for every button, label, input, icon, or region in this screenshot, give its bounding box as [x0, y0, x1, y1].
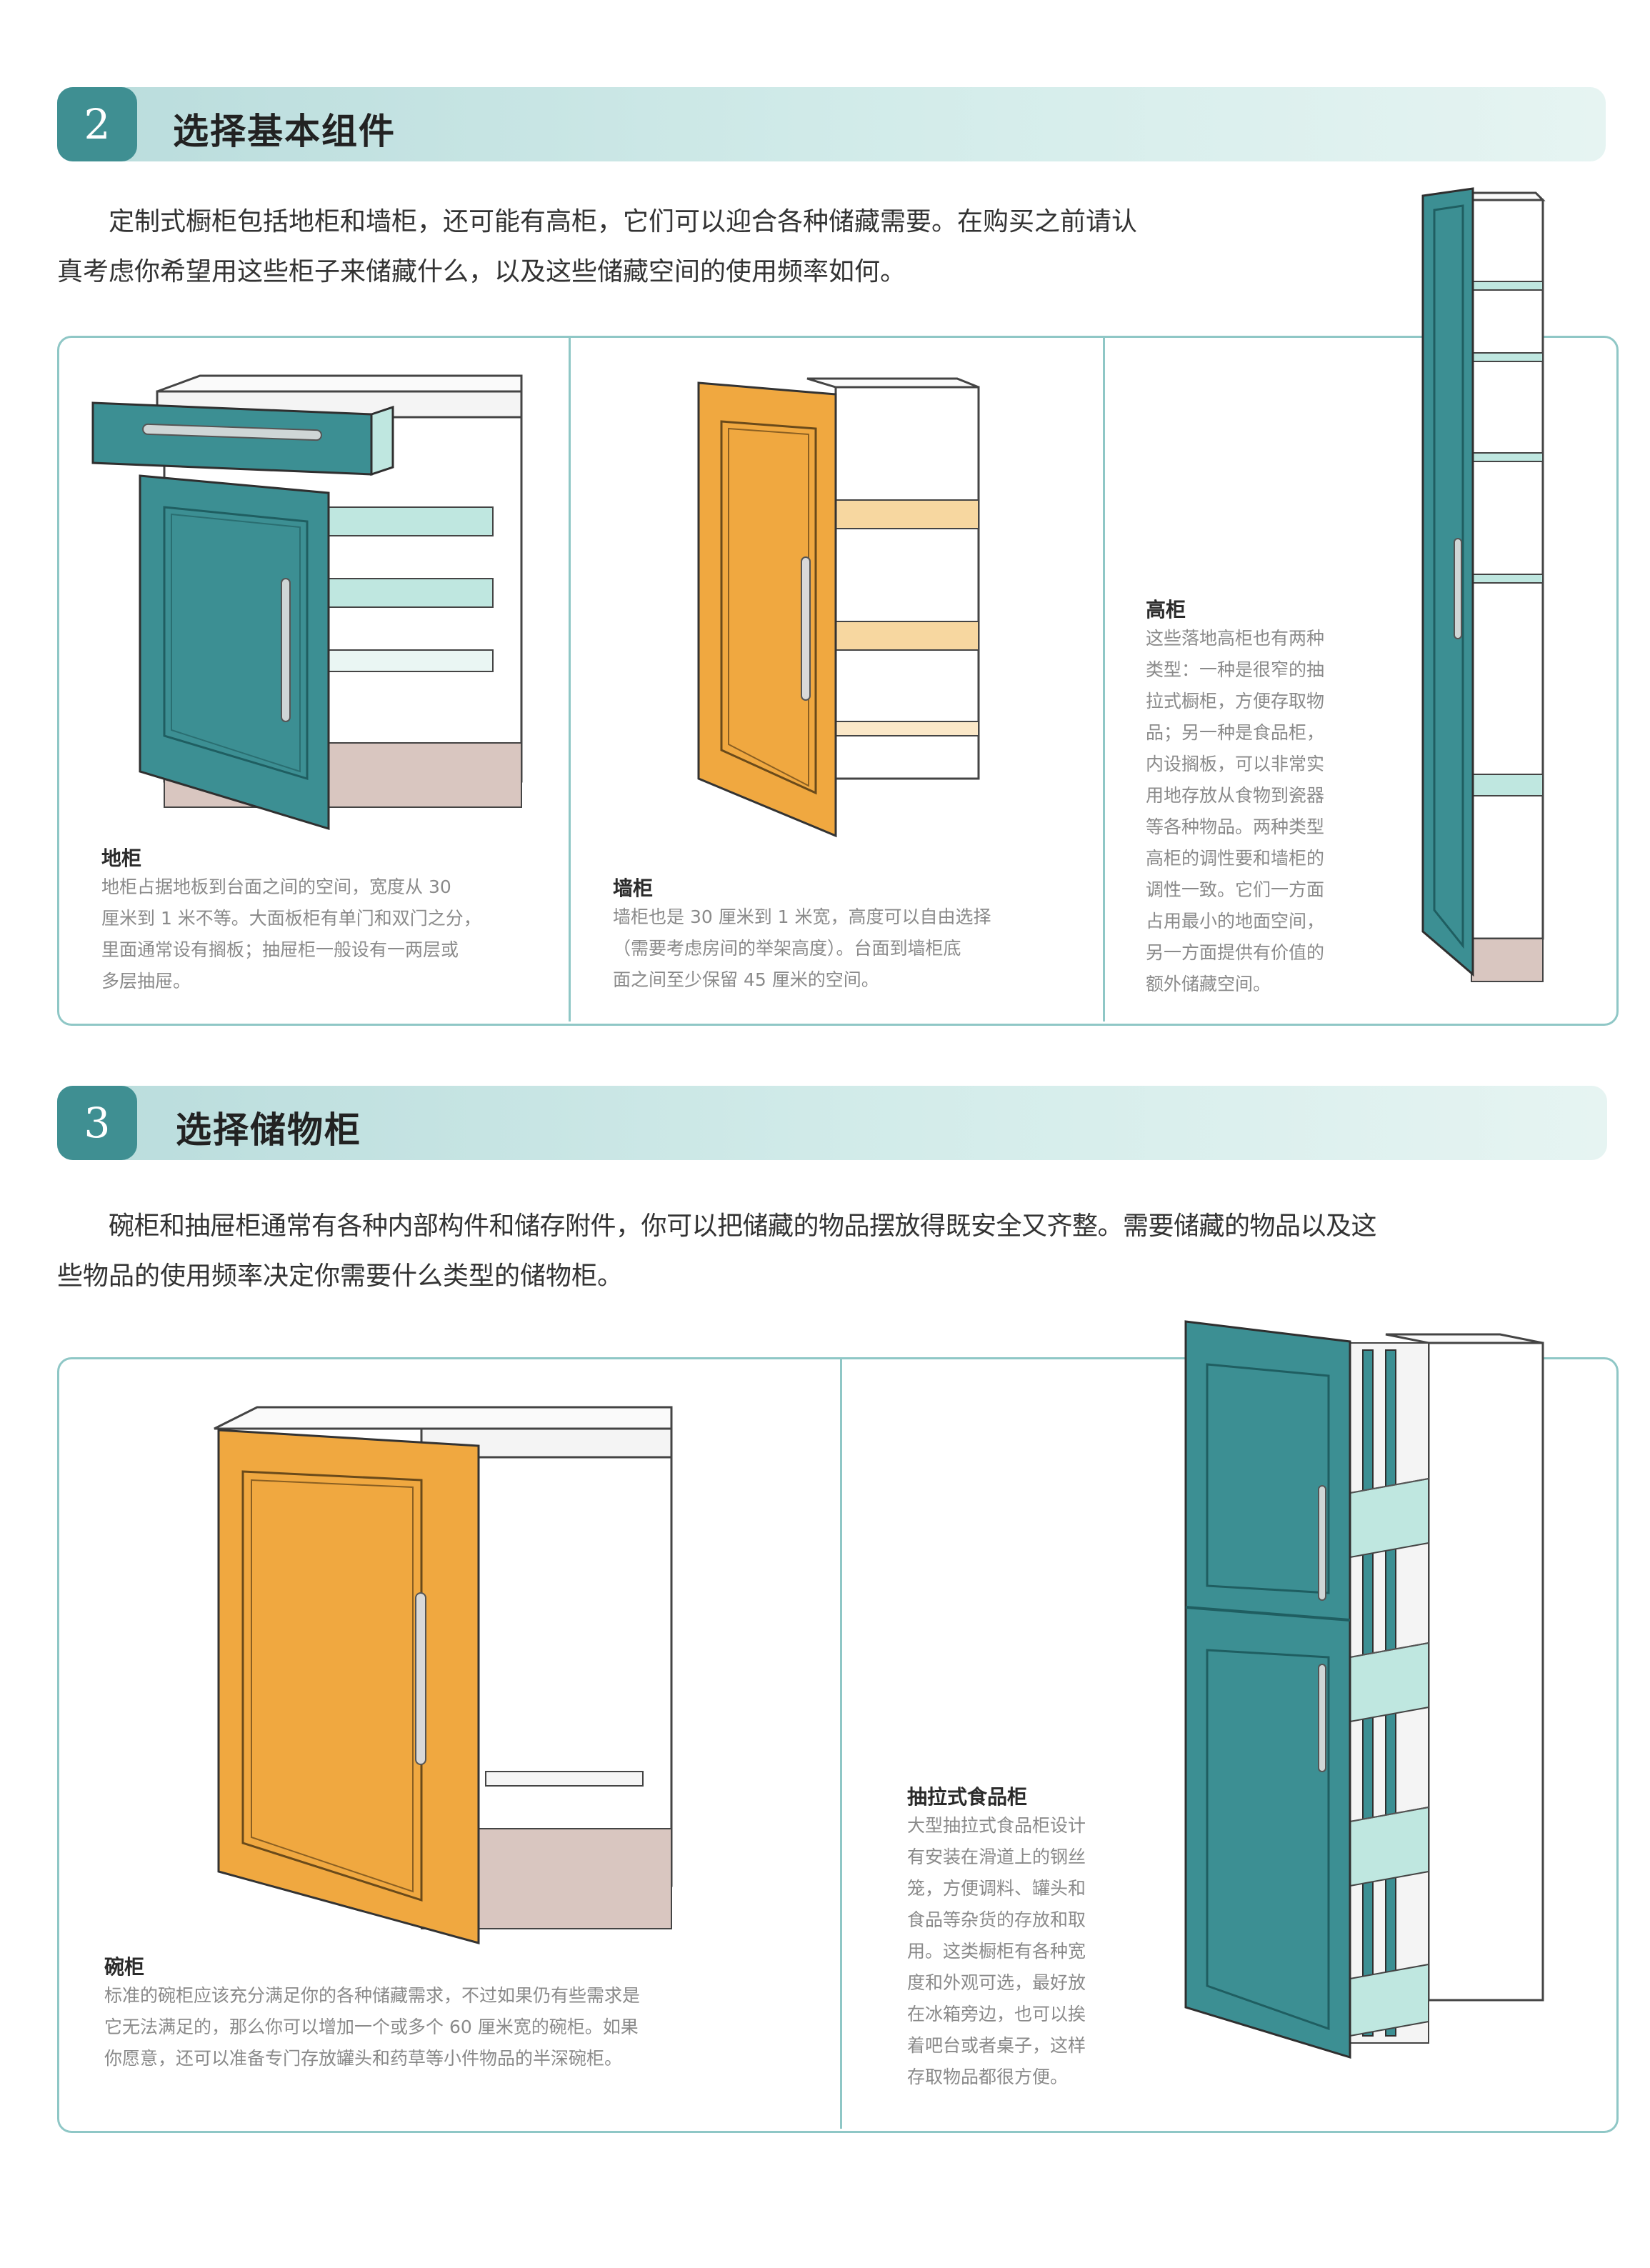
section3-title: 选择储物柜 [176, 1109, 361, 1151]
tall-cabinet-line-1: 这些落地高柜也有两种 [1146, 628, 1325, 649]
section3-header-bar [57, 1086, 1607, 1160]
section3-intro-line1: 碗柜和抽屉柜通常有各种内部构件和储存附件，你可以把储藏的物品摆放得既安全又齐整。… [109, 1212, 1377, 1241]
larder-line-5: 用。这类橱柜有各种宽 [907, 1941, 1086, 1962]
section3-divider [840, 1359, 842, 2129]
tall-cabinet-line-3: 拉式橱柜，方便存取物 [1146, 691, 1325, 711]
tall-cabinet-line-10: 占用最小的地面空间， [1146, 911, 1325, 931]
section2-divider-2 [1103, 337, 1105, 1021]
tall-cabinet-line-12: 额外储藏空间。 [1146, 974, 1271, 994]
section3-number-badge: 3 [57, 1086, 137, 1160]
tall-cabinet-line-8: 高柜的调性要和墙柜的 [1146, 848, 1325, 869]
tall-cabinet-line-4: 品；另一种是食品柜， [1146, 722, 1325, 743]
section3-intro-line2: 些物品的使用频率决定你需要什么类型的储物柜。 [57, 1262, 624, 1291]
tall-cabinet-line-5: 内设搁板，可以非常实 [1146, 754, 1325, 774]
cupboard-illustration [214, 1406, 673, 1944]
wall-cabinet-title: 墙柜 [613, 876, 654, 900]
base-cabinet-illustration [91, 374, 523, 831]
larder-line-1: 大型抽拉式食品柜设计 [907, 1815, 1086, 1836]
larder-line-4: 食品等杂货的存放和取 [907, 1909, 1086, 1930]
tall-cabinet-line-11: 另一方面提供有价值的 [1146, 942, 1325, 963]
tall-cabinet-line-2: 类型：一种是很窄的抽 [1146, 659, 1325, 680]
base-cabinet-line-1: 地柜占据地板到台面之间的空间，宽度从 30 [101, 876, 451, 897]
cupboard-line-2: 它无法满足的，那么你可以增加一个或多个 60 厘米宽的碗柜。如果 [104, 2017, 639, 2037]
section2-number-badge: 2 [57, 87, 137, 161]
tall-cabinet-line-9: 调性一致。它们一方面 [1146, 879, 1325, 900]
wall-cabinet-line-3: 面之间至少保留 45 厘米的空间。 [613, 969, 879, 990]
cupboard-line-3: 你愿意，还可以准备专门存放罐头和药草等小件物品的半深碗柜。 [104, 2048, 623, 2069]
larder-title: 抽拉式食品柜 [907, 1785, 1028, 1809]
base-cabinet-title: 地柜 [101, 846, 142, 870]
larder-line-3: 笼，方便调料、罐头和 [907, 1878, 1086, 1899]
base-cabinet-line-4: 多层抽屉。 [101, 971, 191, 991]
tall-cabinet-line-7: 等各种物品。两种类型 [1146, 816, 1325, 837]
larder-illustration [1184, 1320, 1544, 2059]
base-cabinet-line-3: 里面通常设有搁板；抽屉柜一般设有一两层或 [101, 939, 459, 960]
tall-cabinet-line-6: 用地存放从食物到瓷器 [1146, 785, 1325, 806]
section2-intro-line1: 定制式橱柜包括地柜和墙柜，还可能有高柜，它们可以迎合各种储藏需要。在购买之前请认 [109, 207, 1138, 236]
larder-line-9: 存取物品都很方便。 [907, 2067, 1069, 2087]
larder-line-2: 有安装在滑道上的钢丝 [907, 1847, 1086, 1867]
section2-divider-1 [569, 337, 571, 1021]
section2-title: 选择基本组件 [173, 110, 396, 152]
wall-cabinet-line-1: 墙柜也是 30 厘米到 1 米宽，高度可以自由选择 [613, 906, 991, 927]
larder-line-8: 着吧台或者桌子，这样 [907, 2035, 1086, 2056]
tall-cabinet-illustration [1421, 187, 1546, 982]
wall-cabinet-line-2: （需要考虑房间的举架高度）。台面到墙柜底 [613, 938, 961, 959]
wall-cabinet-illustration [697, 377, 980, 838]
larder-line-7: 在冰箱旁边，也可以挨 [907, 2004, 1086, 2024]
larder-line-6: 度和外观可选，最好放 [907, 1972, 1086, 1993]
section2-intro-line2: 真考虑你希望用这些柜子来储藏什么，以及这些储藏空间的使用频率如何。 [57, 257, 906, 286]
cupboard-line-1: 标准的碗柜应该充分满足你的各种储藏需求，不过如果仍有些需求是 [104, 1985, 641, 2006]
base-cabinet-line-2: 厘米到 1 米不等。大面板柜有单门和双门之分， [101, 908, 481, 929]
section2-header-bar [57, 87, 1606, 161]
cupboard-title: 碗柜 [104, 1955, 145, 1979]
tall-cabinet-title: 高柜 [1146, 598, 1186, 621]
